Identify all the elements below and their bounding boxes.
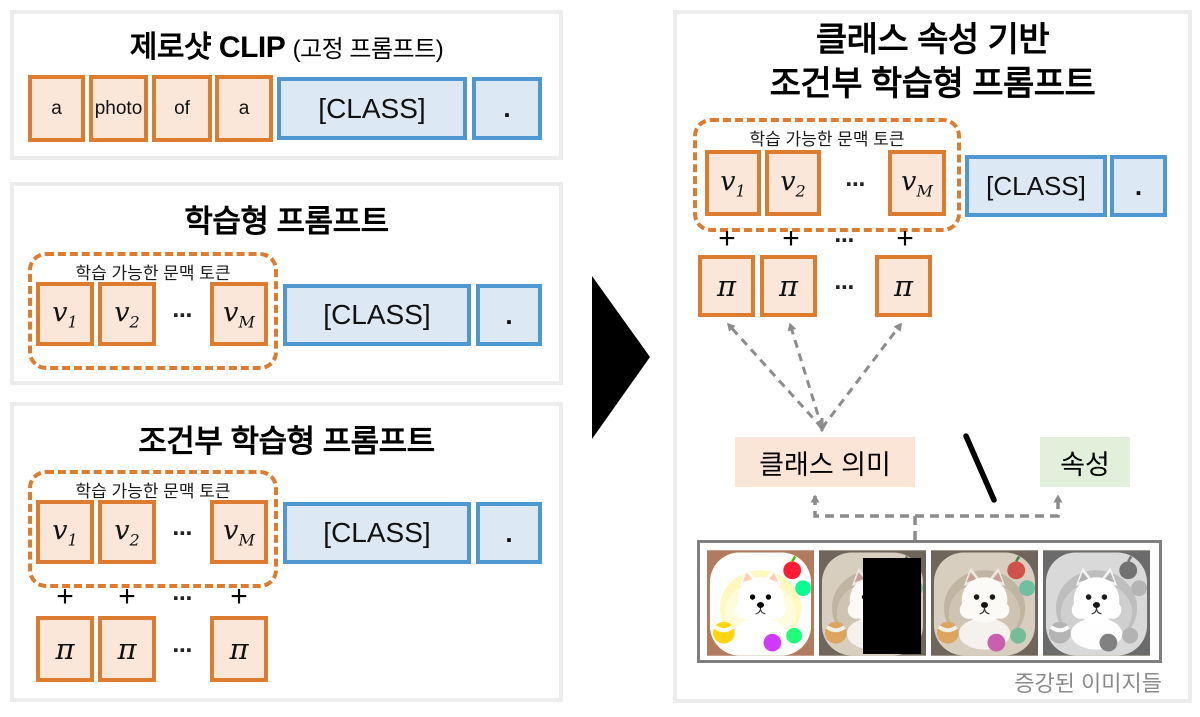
proposed-title-line1: 클래스 속성 기반 bbox=[815, 21, 1050, 59]
conditional-title-text: 조건부 학습형 프롬프트 bbox=[138, 424, 435, 459]
period-token-p3: . bbox=[476, 502, 542, 564]
token-a-1-label: a bbox=[51, 97, 62, 119]
period-token-p1: . bbox=[472, 77, 542, 140]
plus-3-proposed: + bbox=[896, 222, 914, 255]
vM-token-p2: vM bbox=[210, 282, 268, 346]
period-token-proposed-label: . bbox=[1134, 170, 1143, 201]
class-token-proposed-label: [CLASS] bbox=[986, 170, 1086, 201]
class-token-proposed: [CLASS] bbox=[965, 155, 1107, 217]
context-token-group-p3 bbox=[28, 470, 278, 588]
zero-shot-title-subtitle: (고정 프롬프트) bbox=[292, 36, 444, 63]
pi-1-p3-label: π bbox=[55, 632, 75, 666]
pi-3-proposed-label: π bbox=[893, 269, 914, 303]
plus-ellipsis-p3: ⋯ bbox=[172, 588, 194, 610]
pi-token-3-p3: π bbox=[210, 616, 268, 682]
augmented-image-color-jitter bbox=[707, 550, 814, 656]
panel-conditional-title: 조건부 학습형 프롬프트 bbox=[10, 416, 563, 461]
pi-ellipsis-p3: ⋯ bbox=[172, 640, 194, 662]
class-token-p1: [CLASS] bbox=[277, 77, 467, 140]
token-of: of bbox=[152, 75, 212, 142]
pi-2-proposed-label: π bbox=[778, 269, 799, 303]
learnable-title-text: 학습형 프롬프트 bbox=[184, 204, 389, 239]
v1-token-p3: v1 bbox=[36, 500, 94, 564]
class-token-p2-label: [CLASS] bbox=[323, 299, 431, 330]
pi-token-1-p3: π bbox=[36, 616, 94, 682]
plus-1-proposed: + bbox=[718, 222, 736, 255]
big-right-arrow-icon bbox=[592, 276, 650, 439]
vM-token-proposed: vM bbox=[888, 150, 946, 216]
plus-ellipsis-proposed: ⋯ bbox=[834, 230, 856, 252]
pi-token-1-proposed: π bbox=[698, 255, 755, 317]
class-token-p3-label: [CLASS] bbox=[323, 517, 431, 548]
cutout-mask bbox=[862, 558, 921, 654]
period-token-p1-label: . bbox=[503, 93, 511, 123]
token-of-label: of bbox=[174, 97, 190, 119]
pi-token-2-proposed: π bbox=[760, 255, 817, 317]
v1-p3-label: v1 bbox=[52, 514, 78, 550]
panel-zero-shot-title: 제로샷 CLIP (고정 프롬프트) bbox=[10, 22, 563, 66]
token-a-1: a bbox=[28, 75, 85, 142]
pi-ellipsis-proposed: ⋯ bbox=[834, 277, 856, 299]
v1-token-p2: v1 bbox=[36, 282, 94, 346]
v-ellipsis-p2: ⋯ bbox=[172, 305, 194, 327]
period-token-p2: . bbox=[476, 284, 542, 346]
v1-p2-label: v1 bbox=[52, 296, 78, 332]
token-a-2-label: a bbox=[238, 97, 250, 119]
zero-shot-title-text: 제로샷 CLIP bbox=[129, 31, 285, 64]
plus-2-proposed: + bbox=[782, 222, 800, 255]
class-meaning-label: 클래스 의미 bbox=[759, 449, 891, 480]
v-ellipsis-p3: ⋯ bbox=[172, 523, 194, 545]
context-label-p2: 학습 가능한 문맥 토큰 bbox=[75, 264, 231, 283]
v1-token-proposed: v1 bbox=[705, 150, 761, 216]
context-label-proposed: 학습 가능한 문맥 토큰 bbox=[749, 130, 905, 149]
augmented-image-cutout bbox=[819, 550, 926, 656]
vM-p3-label: vM bbox=[223, 514, 255, 550]
v-ellipsis-proposed: ⋯ bbox=[845, 174, 867, 196]
plus-3-p3: + bbox=[230, 580, 248, 613]
v2-p3-label: v2 bbox=[114, 514, 140, 550]
period-token-p3-label: . bbox=[505, 517, 513, 548]
class-token-p1-label: [CLASS] bbox=[318, 92, 426, 124]
v2-token-p2: v2 bbox=[98, 282, 156, 346]
context-label-p3: 학습 가능한 문맥 토큰 bbox=[75, 482, 231, 501]
context-token-group-p2 bbox=[28, 252, 278, 370]
panel-learnable-title: 학습형 프롬프트 bbox=[10, 196, 563, 241]
vM-p2-label: vM bbox=[223, 296, 255, 332]
plus-2-p3: + bbox=[118, 580, 136, 613]
pi-1-proposed-label: π bbox=[716, 269, 737, 303]
pi-token-3-proposed: π bbox=[875, 255, 932, 317]
context-token-group-proposed bbox=[693, 118, 961, 232]
period-token-proposed: . bbox=[1110, 155, 1167, 217]
augmented-images-caption: 증강된 이미지들 bbox=[1014, 671, 1162, 696]
pi-token-2-p3: π bbox=[98, 616, 156, 682]
pi-2-p3-label: π bbox=[117, 632, 137, 666]
pi-3-p3-label: π bbox=[229, 632, 249, 666]
v1-proposed-label: v1 bbox=[720, 165, 746, 201]
v2-p2-label: v2 bbox=[114, 296, 140, 332]
panel-proposed-title: 클래스 속성 기반 조건부 학습형 프롬프트 bbox=[673, 18, 1192, 106]
v2-token-p3: v2 bbox=[98, 500, 156, 564]
v2-token-proposed: v2 bbox=[765, 150, 821, 216]
class-token-p3: [CLASS] bbox=[283, 502, 471, 564]
vM-token-p3: vM bbox=[210, 500, 268, 564]
v2-proposed-label: v2 bbox=[780, 165, 806, 201]
attribute-label: 속성 bbox=[1060, 449, 1110, 480]
token-photo: photo bbox=[89, 75, 148, 142]
class-meaning-box: 클래스 의미 bbox=[735, 437, 915, 487]
augmented-image-grayscale bbox=[1043, 550, 1150, 656]
proposed-title-line2: 조건부 학습형 프롬프트 bbox=[769, 65, 1096, 103]
plus-1-p3: + bbox=[56, 580, 74, 613]
token-a-2: a bbox=[215, 75, 273, 142]
class-token-p2: [CLASS] bbox=[283, 284, 471, 346]
vM-proposed-label: vM bbox=[901, 165, 933, 201]
token-photo-label: photo bbox=[94, 97, 143, 119]
attribute-box: 속성 bbox=[1040, 437, 1130, 487]
period-token-p2-label: . bbox=[505, 299, 513, 330]
augmented-image-original bbox=[931, 550, 1038, 656]
